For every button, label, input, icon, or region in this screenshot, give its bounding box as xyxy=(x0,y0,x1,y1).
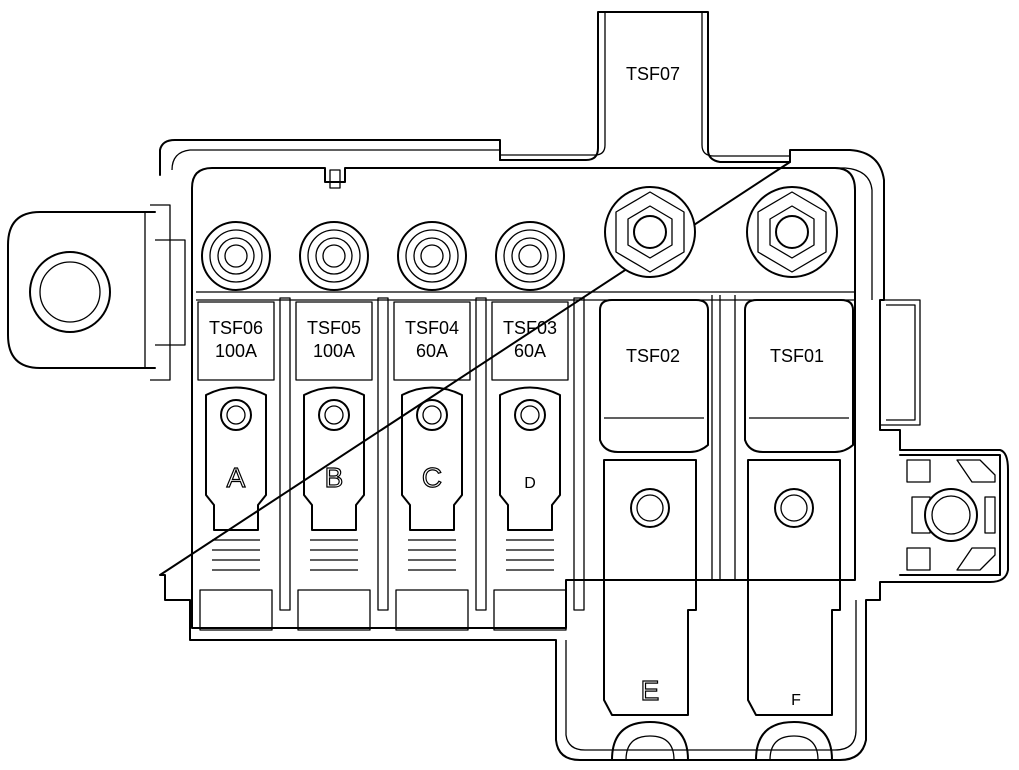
fuse-rating-tsf05: 100A xyxy=(313,341,355,361)
fuse-nut-tsf06 xyxy=(201,221,271,291)
fuse-plate-tsf03 xyxy=(491,301,569,381)
fuse-body-tsf01 xyxy=(744,299,854,453)
terminal-label-b: B xyxy=(325,462,344,493)
fuse-nut-tsf04 xyxy=(397,221,467,291)
fuse-plate-tsf06 xyxy=(197,301,275,381)
fuse-rating-tsf04: 60A xyxy=(416,341,448,361)
housing-outer xyxy=(159,139,1009,761)
mounting-hole xyxy=(29,251,111,333)
hex-nut-tsf02 xyxy=(604,186,696,278)
fuse-plate-tsf04 xyxy=(393,301,471,381)
fuse-label-tsf07: TSF07 xyxy=(626,64,680,84)
terminal-label-a: A xyxy=(227,462,246,493)
fuse-label-tsf04: TSF04 xyxy=(405,318,459,338)
fuse-label-tsf02: TSF02 xyxy=(626,346,680,366)
terminal-label-c: C xyxy=(422,462,442,493)
fuse-body-tsf02 xyxy=(599,299,709,453)
terminal-lug-b xyxy=(297,386,371,631)
terminal-strap-e xyxy=(603,459,697,761)
terminal-lug-c xyxy=(395,386,469,631)
terminal-label-e: E xyxy=(641,675,660,706)
left-mounting-bracket xyxy=(7,211,156,369)
terminal-label-f: F xyxy=(791,692,801,709)
fuse-label-tsf06: TSF06 xyxy=(209,318,263,338)
fuse-nut-tsf03 xyxy=(495,221,565,291)
fuse-rating-tsf06: 100A xyxy=(215,341,257,361)
fuse-rating-tsf03: 60A xyxy=(514,341,546,361)
fuse-nut-tsf05 xyxy=(299,221,369,291)
terminal-lug-a xyxy=(199,386,273,631)
fuse-label-tsf01: TSF01 xyxy=(770,346,824,366)
tsf07-busbar xyxy=(499,11,791,163)
hex-nut-tsf01 xyxy=(746,186,838,278)
terminal-label-d: D xyxy=(524,475,536,492)
right-mounting-bracket xyxy=(880,299,1001,576)
terminal-strap-f xyxy=(747,459,841,761)
housing-inner xyxy=(191,167,856,629)
fuse-label-tsf05: TSF05 xyxy=(307,318,361,338)
fuse-label-tsf03: TSF03 xyxy=(503,318,557,338)
terminal-lug-d xyxy=(493,386,567,631)
fuse-plate-tsf05 xyxy=(295,301,373,381)
